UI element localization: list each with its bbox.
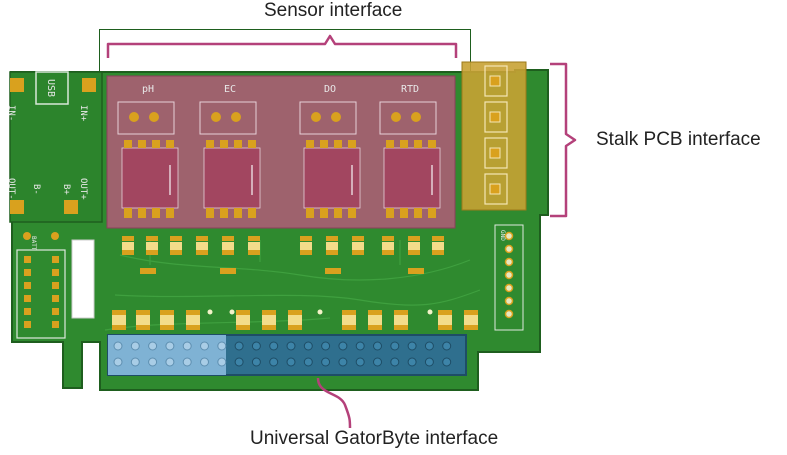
right-header (504, 231, 514, 319)
gatorbyte-highlight-left (108, 335, 226, 375)
batt-label: BATT (30, 236, 37, 251)
gatorbyte-pins (113, 341, 452, 367)
terminal-block (484, 173, 508, 205)
pad (82, 78, 96, 92)
terminal-block (484, 137, 508, 169)
out-plus-label: OUT+ (78, 178, 88, 200)
stalk-interface-label: Stalk PCB interface (596, 129, 761, 150)
usb-label: USB (45, 79, 56, 97)
sensor-interface-label: Sensor interface (264, 0, 403, 21)
out-minus-label: OUT- (6, 178, 16, 200)
in-plus-label: IN+ (78, 105, 88, 122)
in-minus-label: IN- (6, 105, 16, 121)
terminal-block (484, 101, 508, 133)
white-slot (71, 239, 95, 319)
sensor-modules: pH EC DO RTD (117, 84, 441, 218)
stalk-bracket (550, 62, 577, 218)
right-header-outline (494, 224, 524, 331)
pad (10, 78, 24, 92)
smd-components (112, 236, 478, 330)
sensor-module-do: DO (299, 84, 361, 218)
left-header (24, 256, 59, 328)
left-header-outline (16, 249, 66, 339)
b-minus-label: B- (31, 184, 41, 195)
pad (64, 200, 78, 214)
terminal-block (484, 65, 508, 97)
sensor-label: EC (224, 84, 236, 95)
b-plus-label: B+ (61, 184, 71, 195)
stalk-terminals (484, 65, 508, 205)
sensor-bracket (106, 34, 458, 58)
sensor-module-ph: pH (117, 84, 179, 218)
gatorbyte-interface-label: Universal GatorByte interface (250, 428, 499, 449)
sensor-label: RTD (401, 84, 419, 95)
sensor-module-rtd: RTD (379, 84, 441, 218)
sensor-module-ec: EC (199, 84, 261, 218)
usb-connector (35, 71, 69, 105)
board-cutout (100, 30, 470, 72)
sensor-label: DO (324, 84, 336, 95)
sensor-label: pH (142, 84, 154, 95)
pad (10, 200, 24, 214)
power-module: USB IN- IN+ OUT- OUT+ B- B+ (6, 71, 103, 223)
gatorbyte-pointer (316, 377, 352, 429)
right-header-label: GND (499, 230, 506, 241)
